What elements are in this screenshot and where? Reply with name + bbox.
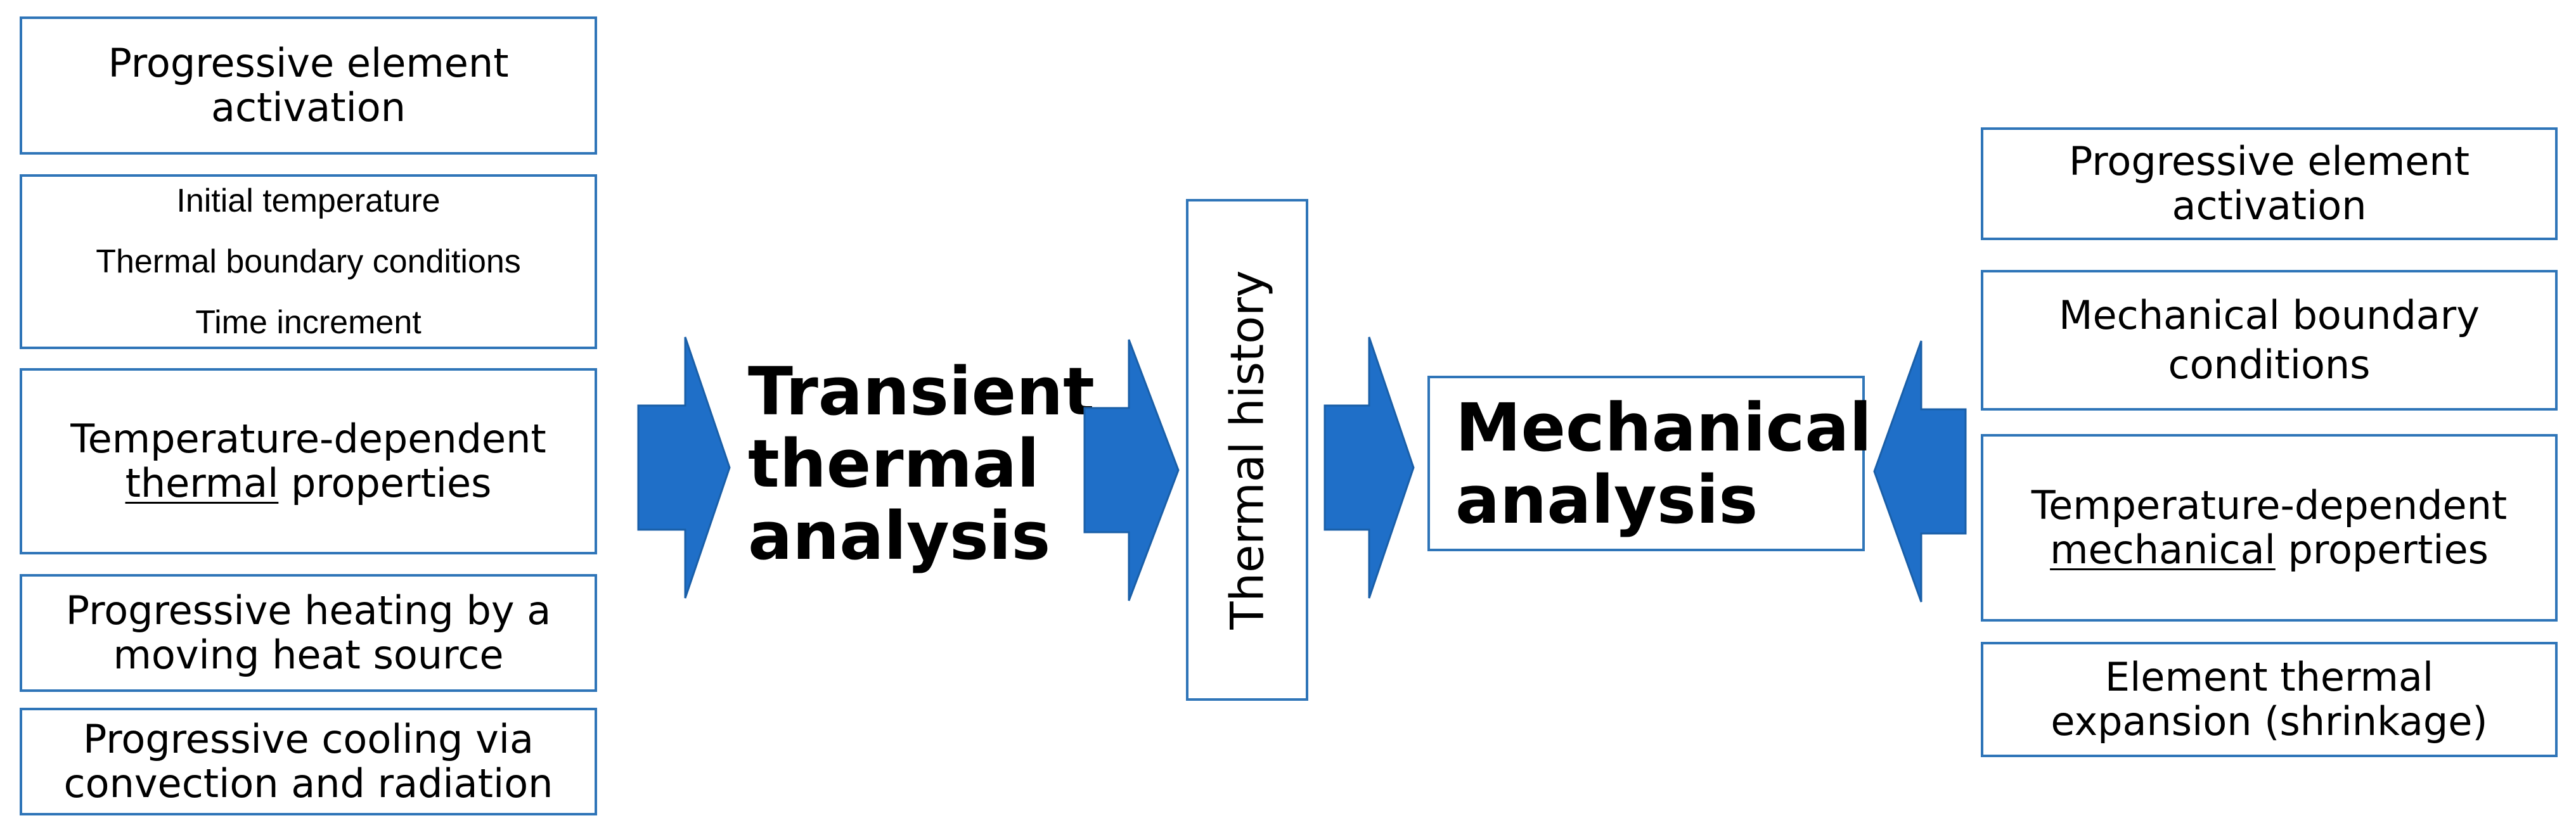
box-line: Temperature-dependent <box>70 416 546 462</box>
left-box-thermal-properties: Temperature-dependent thermal properties <box>20 368 597 554</box>
arrow-right-icon <box>1083 339 1180 601</box>
box-line: moving heat source <box>113 632 504 678</box>
right-box-mechanical-properties: Temperature-dependent mechanical propert… <box>1981 434 2558 622</box>
box-line: thermal properties <box>126 461 492 506</box>
left-box-element-activation: Progressive element activation <box>20 16 597 155</box>
box-line: convection and radiation <box>63 760 553 807</box>
mechanical-analysis-box: Mechanical analysis <box>1427 376 1872 551</box>
label-line: analysis <box>748 497 1051 575</box>
arrow-right-icon <box>1323 336 1415 599</box>
right-box-mechanical-boundary: Mechanical boundary conditions <box>1981 270 2558 411</box>
box-line: Thermal boundary conditions <box>96 243 521 280</box>
left-box-thermal-conditions: Initial temperature Thermal boundary con… <box>20 174 597 349</box>
label-line: Transient <box>748 353 1095 430</box>
label-line: analysis <box>1455 461 1758 539</box>
box-line: Initial temperature <box>176 182 441 219</box>
underlined-word: mechanical <box>2050 527 2276 573</box>
thermal-history-box: Thermal history <box>1186 199 1308 701</box>
thermal-history-label: Thermal history <box>1220 270 1274 630</box>
left-box-progressive-heating: Progressive heating by a moving heat sou… <box>20 574 597 692</box>
box-line: conditions <box>2168 342 2371 388</box>
mechanical-analysis-label: Mechanical analysis <box>1455 392 1872 536</box>
arrow-right-icon <box>637 336 731 599</box>
box-line: activation <box>2172 182 2367 229</box>
box-line: expansion (shrinkage) <box>2051 698 2488 744</box>
box-line: activation <box>210 84 406 131</box>
arrow-left-icon <box>1873 340 1967 603</box>
box-line: Time increment <box>195 304 422 341</box>
box-line: mechanical properties <box>2050 528 2489 572</box>
box-line: Progressive element <box>2068 138 2470 184</box>
label-line: thermal <box>748 425 1040 502</box>
box-line: Progressive heating by a <box>65 587 551 634</box>
transient-thermal-analysis-label: Transient thermal analysis <box>748 355 1095 572</box>
underlined-word: thermal <box>125 460 279 506</box>
box-line: Temperature-dependent <box>2031 482 2508 528</box>
box-line: Element thermal <box>2104 654 2434 700</box>
right-box-thermal-expansion: Element thermal expansion (shrinkage) <box>1981 642 2558 757</box>
left-box-progressive-cooling: Progressive cooling via convection and r… <box>20 708 597 815</box>
box-line: Mechanical boundary <box>2059 292 2480 338</box>
box-line: Progressive cooling via <box>82 716 534 762</box>
label-line: Mechanical <box>1455 388 1872 466</box>
right-box-element-activation: Progressive element activation <box>1981 127 2558 240</box>
box-line: Progressive element <box>108 40 509 86</box>
box-line-rest: properties <box>278 460 492 506</box>
box-line-rest: properties <box>2275 527 2489 573</box>
